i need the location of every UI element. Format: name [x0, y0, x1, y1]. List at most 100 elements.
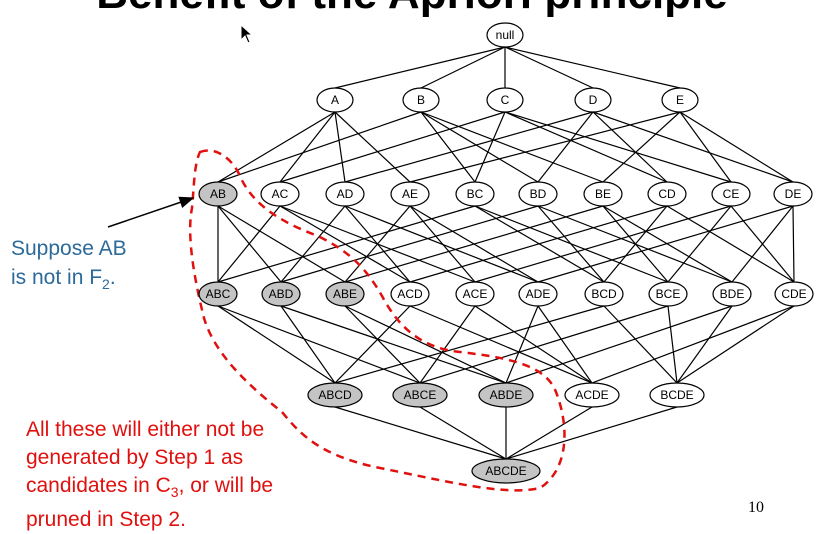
pruning-note-line-4: pruned in Step 2.	[26, 508, 186, 532]
lattice-edge-acd-abcd	[334, 305, 411, 384]
lattice-edge-b-bd	[420, 111, 539, 183]
lattice-node-shape-ace	[455, 281, 495, 307]
lattice-node-label-bcde: BCDE	[660, 388, 693, 402]
lattice-node-c: C	[486, 87, 524, 113]
lattice-node-label-null: null	[496, 28, 515, 42]
lattice-node-label-abc: ABC	[206, 287, 231, 301]
lattice-node-shape-abce	[392, 382, 448, 408]
pruning-note-line-3: candidates in C3, or will be	[26, 474, 274, 501]
lattice-edge-b-ab	[217, 111, 422, 183]
lattice-node-shape-abde	[478, 382, 534, 408]
lattice-edge-e-ae	[409, 111, 681, 183]
lattice-node-label-d: D	[589, 93, 598, 107]
lattice-edge-d-bd	[537, 111, 594, 183]
lattice-node-label-ae: AE	[402, 187, 418, 201]
lattice-node-label-abde: ABDE	[490, 388, 523, 402]
lattice-edge-abc-abcd	[217, 305, 336, 384]
lattice-edge-abcd-abcde	[334, 406, 507, 460]
lattice-edge-a-ac	[279, 111, 336, 183]
lattice-edge-ce-ace	[474, 205, 732, 283]
lattice-node-label-ac: AC	[272, 187, 289, 201]
lattice-node-shape-acde	[564, 382, 620, 408]
lattice-node-shape-abcde	[471, 458, 541, 484]
lattice-node-shape-ad	[325, 181, 365, 207]
mouse-cursor-icon	[240, 24, 254, 44]
lattice-node-shape-bc	[455, 181, 495, 207]
lattice-edges	[217, 46, 795, 460]
lattice-edge-e-be	[602, 111, 681, 183]
pruning-explanation-note: All these will either not be generated b…	[26, 416, 346, 534]
lattice-node-label-abcde: ABCDE	[485, 464, 526, 478]
suppose-ab-line-2: is not in F2.	[11, 266, 116, 293]
lattice-node-label-acd: ACD	[397, 287, 423, 301]
lattice-node-cde: CDE	[774, 281, 814, 307]
lattice-node-ce: CE	[711, 181, 751, 207]
lattice-edge-d-ad	[344, 111, 594, 183]
lattice-edge-ad-ade	[344, 205, 539, 283]
lattice-edge-a-ad	[334, 111, 346, 183]
lattice-edge-null-a	[334, 46, 506, 89]
lattice-node-shape-cde	[774, 281, 814, 307]
pruning-note-line-2: generated by Step 1 as	[26, 446, 244, 469]
lattice-edge-cd-cde	[666, 205, 795, 283]
lattice-node-label-ad: AD	[337, 187, 354, 201]
lattice-edge-abc-abce	[217, 305, 421, 384]
lattice-edge-bc-abc	[217, 205, 476, 283]
pointer-arrow	[107, 196, 195, 228]
lattice-node-label-ace: ACE	[463, 287, 488, 301]
lattice-edge-null-e	[504, 46, 681, 89]
lattice-node-label-ab: AB	[210, 187, 226, 201]
lattice-edge-ce-bce	[667, 205, 732, 283]
lattice-edge-d-cd	[592, 111, 668, 183]
lattice-edge-acd-acde	[409, 305, 593, 384]
pruning-note-line-1: All these will either not be	[26, 418, 265, 441]
lattice-node-label-cde: CDE	[781, 287, 806, 301]
lattice-edge-abce-abcde	[419, 406, 507, 460]
lattice-node-shape-e	[661, 87, 699, 113]
lattice-node-shape-bcd	[584, 281, 624, 307]
lattice-edge-a-ab	[217, 111, 336, 183]
lattice-node-abe: ABE	[325, 281, 365, 307]
lattice-node-bde: BDE	[712, 281, 752, 307]
lattice-node-label-abd: ABD	[269, 287, 294, 301]
lattice-node-abc: ABC	[198, 281, 238, 307]
lattice-node-shape-c	[486, 87, 524, 113]
slide-title: Benefit of the Apriori principle	[0, 0, 824, 16]
lattice-edge-bce-abce	[419, 305, 669, 384]
lattice-node-de: DE	[773, 181, 813, 207]
lattice-node-abd: ABD	[261, 281, 301, 307]
lattice-node-label-abe: ABE	[333, 287, 357, 301]
lattice-node-label-acde: ACDE	[575, 388, 608, 402]
lattice-edge-c-ce	[504, 111, 732, 183]
lattice-edge-ade-abde	[505, 305, 539, 384]
lattice-edge-ace-abce	[419, 305, 476, 384]
lattice-node-label-b: B	[417, 93, 425, 107]
lattice-node-ac: AC	[260, 181, 300, 207]
lattice-edge-null-b	[420, 46, 506, 89]
lattice-node-shape-be	[583, 181, 623, 207]
lattice-node-shape-b	[402, 87, 440, 113]
lattice-node-abcd: ABCD	[307, 382, 363, 408]
lattice-node-b: B	[402, 87, 440, 113]
lattice-edge-d-de	[592, 111, 794, 183]
page-number: 10	[748, 499, 764, 516]
lattice-node-ace: ACE	[455, 281, 495, 307]
lattice-edge-ae-abe	[344, 205, 411, 283]
lattice-edge-ade-acde	[537, 305, 593, 384]
lattice-node-shape-acd	[390, 281, 430, 307]
lattice-node-label-bde: BDE	[720, 287, 745, 301]
lattice-node-abcde: ABCDE	[471, 458, 541, 484]
suppose-ab-line-1: Suppose AB	[11, 237, 127, 260]
lattice-edge-bcd-abcd	[334, 305, 605, 384]
lattice-node-abce: ABCE	[392, 382, 448, 408]
lattice-edge-ab-abe	[217, 205, 346, 283]
lattice-node-shape-ce	[711, 181, 751, 207]
lattice-node-ab: AB	[198, 181, 238, 207]
lattice-node-label-bd: BD	[530, 187, 547, 201]
lattice-node-shape-abc	[198, 281, 238, 307]
lattice-node-shape-abe	[325, 281, 365, 307]
lattice-edge-c-bc	[474, 111, 506, 183]
lattice-edge-bce-bcde	[667, 305, 678, 384]
lattice-edge-be-abe	[344, 205, 604, 283]
